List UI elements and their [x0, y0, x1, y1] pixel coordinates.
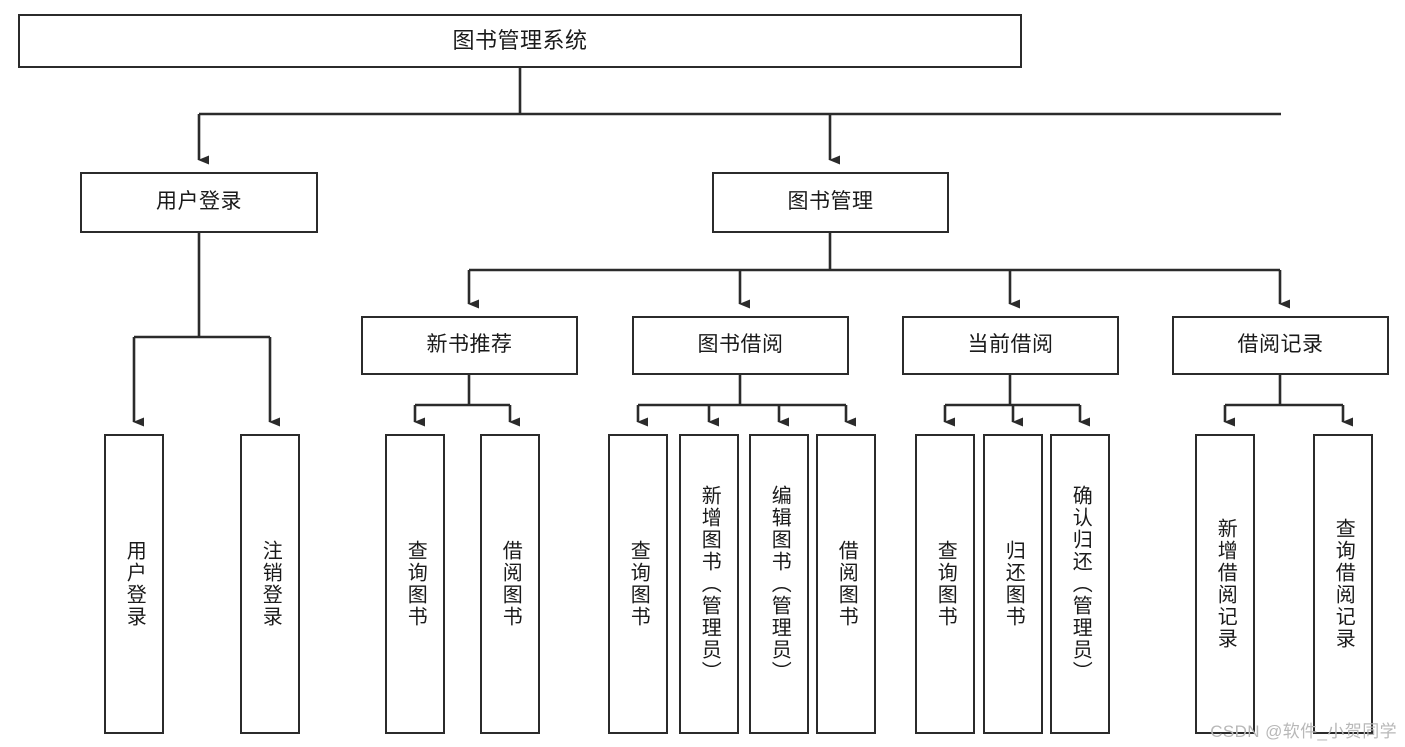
node-label: 注销登录	[259, 540, 282, 628]
node-label: 新增图书（管理员）	[698, 485, 721, 683]
node-borrow-record[interactable]: 借阅记录	[1172, 316, 1389, 375]
leaf-user-login-logout[interactable]: 注销登录	[240, 434, 300, 734]
node-book-borrow[interactable]: 图书借阅	[632, 316, 849, 375]
leaf-user-login-login[interactable]: 用户登录	[104, 434, 164, 734]
leaf-current-return-book[interactable]: 归还图书	[983, 434, 1043, 734]
node-label: 借阅图书	[835, 540, 858, 628]
leaf-new-book-query[interactable]: 查询图书	[385, 434, 445, 734]
node-book-management[interactable]: 图书管理	[712, 172, 949, 233]
node-root-system[interactable]: 图书管理系统	[18, 14, 1022, 68]
node-label: 图书借阅	[697, 333, 784, 357]
leaf-borrow-edit-book-admin[interactable]: 编辑图书（管理员）	[749, 434, 809, 734]
node-user-login[interactable]: 用户登录	[80, 172, 318, 233]
node-label: 新增借阅记录	[1214, 518, 1237, 650]
node-label: 确认归还（管理员）	[1069, 485, 1092, 683]
node-label: 查询图书	[934, 540, 957, 628]
node-label: 用户登录	[123, 540, 146, 628]
leaf-new-book-borrow[interactable]: 借阅图书	[480, 434, 540, 734]
node-label: 归还图书	[1002, 540, 1025, 628]
leaf-borrow-add-book-admin[interactable]: 新增图书（管理员）	[679, 434, 739, 734]
leaf-current-confirm-return-admin[interactable]: 确认归还（管理员）	[1050, 434, 1110, 734]
node-label: 编辑图书（管理员）	[768, 485, 791, 683]
node-new-book-recommend[interactable]: 新书推荐	[361, 316, 578, 375]
node-label: 新书推荐	[426, 333, 513, 357]
node-label: 借阅图书	[499, 540, 522, 628]
node-label: 图书管理系统	[452, 28, 588, 54]
leaf-record-add-record[interactable]: 新增借阅记录	[1195, 434, 1255, 734]
node-label: 借阅记录	[1237, 333, 1324, 357]
node-label: 查询借阅记录	[1332, 518, 1355, 650]
node-label: 图书管理	[787, 190, 874, 214]
leaf-borrow-borrow-book[interactable]: 借阅图书	[816, 434, 876, 734]
node-current-borrow[interactable]: 当前借阅	[902, 316, 1119, 375]
leaf-record-query-record[interactable]: 查询借阅记录	[1313, 434, 1373, 734]
node-label: 查询图书	[404, 540, 427, 628]
node-label: 用户登录	[156, 190, 242, 214]
node-label: 当前借阅	[967, 333, 1054, 357]
leaf-borrow-query-book[interactable]: 查询图书	[608, 434, 668, 734]
node-label: 查询图书	[627, 540, 650, 628]
leaf-current-query-book[interactable]: 查询图书	[915, 434, 975, 734]
